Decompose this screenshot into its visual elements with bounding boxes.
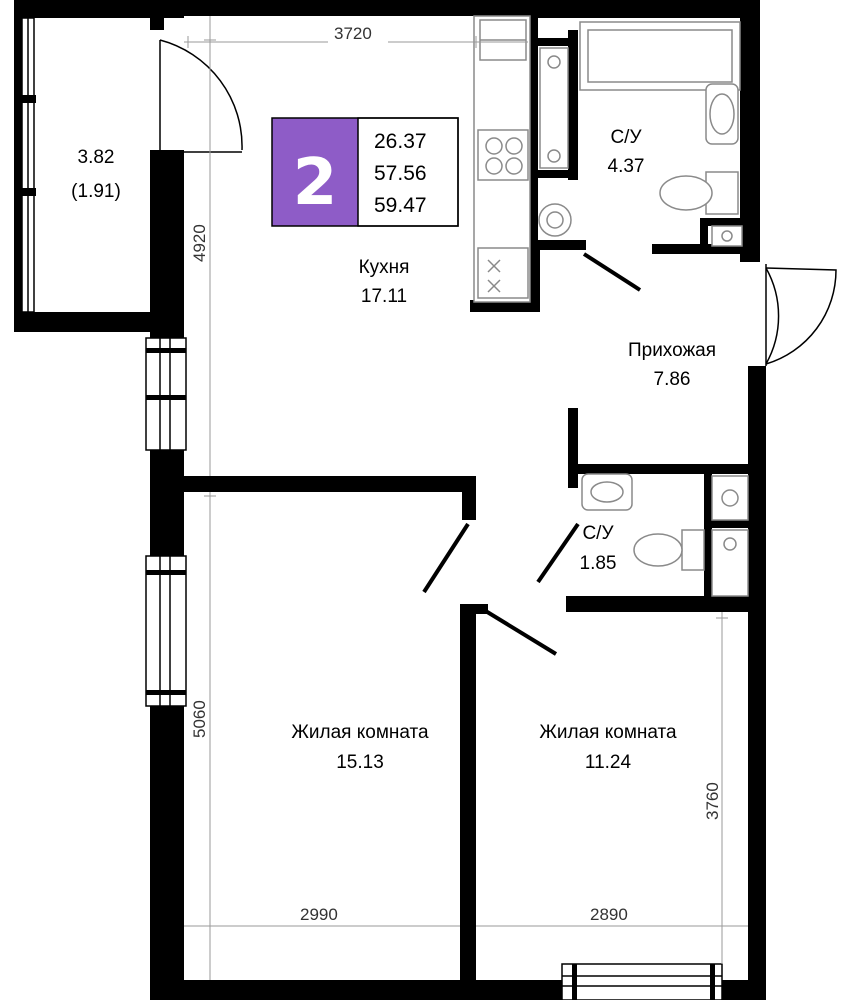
room-count-badge: 2 26.37 57.56 59.47: [271, 117, 459, 227]
hall-area: 7.86: [654, 369, 691, 390]
room-labels: 3.82 (1.91) Кухня 17.11 С/У 4.37 Прихожа…: [71, 127, 716, 773]
bath1-area: 4.37: [608, 156, 645, 177]
door-entrance[interactable]: [765, 264, 837, 366]
door-living2[interactable]: [482, 608, 558, 656]
door-balcony[interactable]: [150, 39, 243, 153]
living1-label: Жилая комната: [291, 722, 429, 743]
dim-room1-width: 2990: [300, 905, 338, 924]
bath1-fixtures: [538, 21, 741, 237]
living1-area: 15.13: [336, 752, 384, 773]
dim-room2-width: 2890: [590, 905, 628, 924]
total-area: 57.56: [374, 162, 427, 185]
living-area: 26.37: [374, 130, 427, 153]
door-living1[interactable]: [422, 522, 470, 594]
window-living1: [145, 555, 187, 707]
kitchen-label: Кухня: [359, 257, 410, 278]
dim-top-width: 3720: [334, 24, 372, 43]
balcony-area-sub: (1.91): [71, 181, 121, 202]
dim-room1-depth: 5060: [190, 700, 209, 738]
window-living2: [561, 963, 723, 1000]
hall-label: Прихожая: [628, 340, 716, 361]
living2-area: 11.24: [585, 752, 632, 773]
balcony-area: 3.82: [78, 147, 115, 168]
bath2-fixtures: [581, 225, 749, 597]
kitchen-area: 17.11: [361, 286, 407, 307]
dimension-lines: [184, 16, 748, 980]
balcony: [14, 0, 184, 332]
door-bath1[interactable]: [582, 251, 643, 292]
kitchen-counter: [473, 15, 531, 303]
room-count: 2: [293, 146, 338, 220]
interior-walls: [184, 0, 766, 984]
total-area-with-balcony: 59.47: [374, 194, 427, 217]
window-kitchen: [145, 337, 187, 451]
bath2-label: С/У: [582, 523, 614, 544]
dim-room2-depth: 3760: [703, 782, 722, 820]
door-bath2[interactable]: [536, 522, 580, 584]
dim-kitchen-depth: 4920: [190, 224, 209, 262]
bath1-label: С/У: [610, 127, 642, 148]
bath2-area: 1.85: [580, 553, 617, 574]
dimension-labels: 3720 4920 5060 2990 2890 3760: [190, 22, 722, 924]
living2-label: Жилая комната: [539, 722, 677, 743]
